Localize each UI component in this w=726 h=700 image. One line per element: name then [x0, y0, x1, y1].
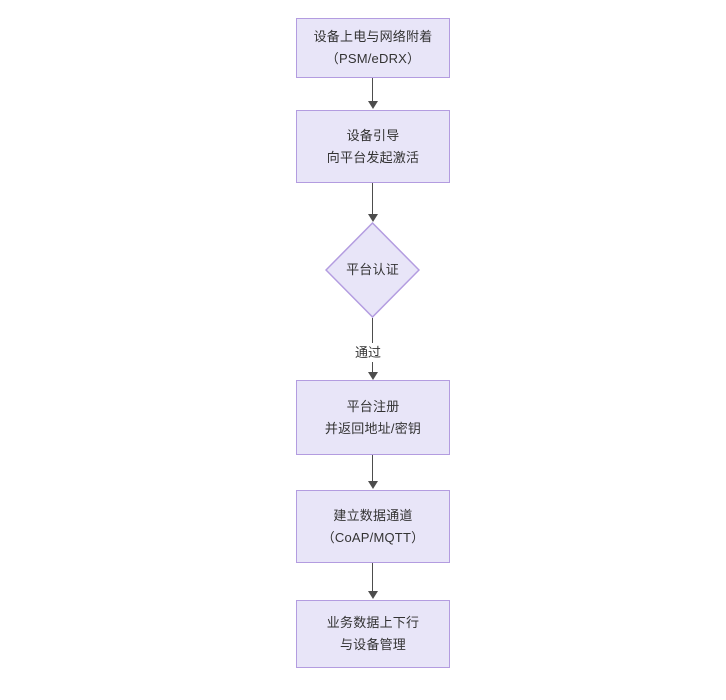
arrowhead-n4-n5 [368, 481, 378, 489]
connector-n2-n3 [372, 183, 373, 215]
diamond-shape [325, 222, 420, 318]
flow-node-platform-registration[interactable]: 平台注册 并返回地址/密钥 [296, 380, 450, 455]
arrowhead-n2-n3 [368, 214, 378, 222]
flow-node-label: 建立数据通道 （CoAP/MQTT） [321, 507, 425, 545]
connector-n5-n6 [372, 563, 373, 592]
arrowhead-n3-n4 [368, 372, 378, 380]
flow-node-business-data[interactable]: 业务数据上下行 与设备管理 [296, 600, 450, 668]
flow-node-label: 设备引导 向平台发起激活 [326, 127, 420, 165]
flow-node-label: 设备上电与网络附着 （PSM/eDRX） [313, 29, 433, 66]
flow-node-platform-auth-decision[interactable]: 平台认证 [325, 222, 420, 318]
flow-node-device-bootstrap[interactable]: 设备引导 向平台发起激活 [296, 110, 450, 183]
flow-node-label: 平台认证 [346, 262, 399, 277]
flow-node-label: 平台注册 并返回地址/密钥 [324, 398, 422, 436]
edge-label-pass: 通过 [352, 343, 385, 362]
connector-n4-n5 [372, 455, 373, 482]
arrowhead-n5-n6 [368, 591, 378, 599]
flow-node-label: 业务数据上下行 与设备管理 [326, 615, 420, 652]
connector-n1-n2 [372, 78, 373, 102]
arrowhead-n1-n2 [368, 101, 378, 109]
flow-node-device-power-on[interactable]: 设备上电与网络附着 （PSM/eDRX） [296, 18, 450, 78]
flow-node-data-channel[interactable]: 建立数据通道 （CoAP/MQTT） [296, 490, 450, 563]
